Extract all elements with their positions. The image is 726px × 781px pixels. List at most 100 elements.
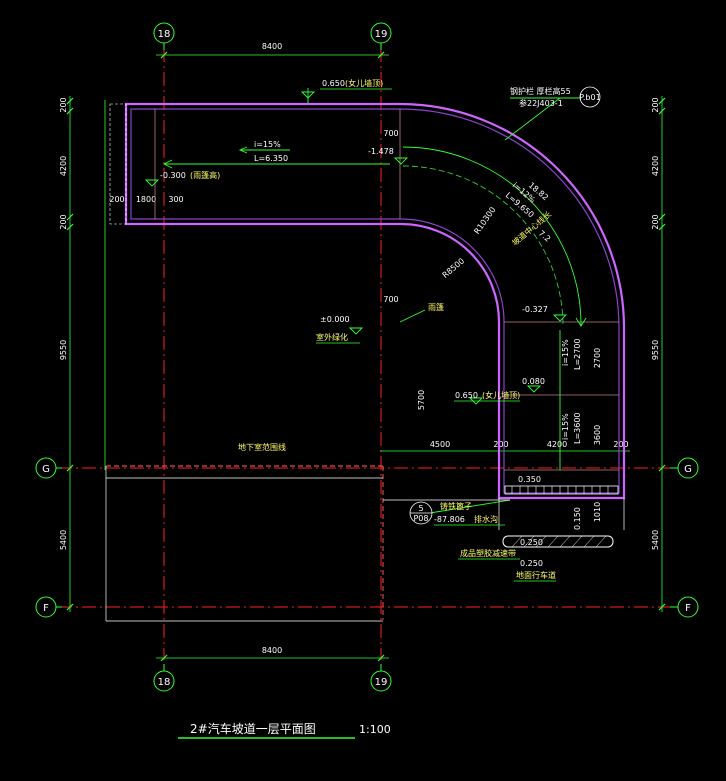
dim-4500: 4500 [430, 440, 450, 449]
axis-label-g-right: G [684, 464, 692, 475]
guard-tag-label: P.b01 [579, 93, 600, 102]
tick-right-5 [658, 464, 666, 472]
ramp-inner-wall [130, 108, 620, 494]
tick-left-2 [66, 107, 74, 115]
lv-000: ±0.000 [320, 315, 350, 324]
slope1-label: i=15% [254, 140, 281, 149]
level-marker-m1478 [393, 157, 409, 165]
lv-0150: 0.150 [573, 507, 582, 530]
dim-w-300: 300 [168, 195, 183, 204]
lv-m1478: -1.478 [368, 147, 394, 156]
bump-hatch [595, 535, 607, 548]
drain-grate [504, 485, 619, 495]
slope3-length: L=3600 [573, 412, 582, 444]
speed-bump-note: 成品塑胶减速带 [460, 548, 516, 558]
lv-m0300: -0.300 [160, 171, 186, 180]
axis-label-19-bottom: 19 [375, 677, 388, 688]
drawing-scale: 1:100 [359, 723, 391, 736]
straight-slope-arrowhead [162, 159, 173, 169]
dim-left-200b: 200 [59, 214, 68, 229]
drain-tag-bottom: P08 [413, 514, 428, 523]
tick-top-l [160, 51, 168, 59]
ramp-outer-wall [124, 102, 626, 500]
bump-hatch [583, 535, 595, 548]
bump-hatch [547, 535, 559, 548]
tick-right-1 [658, 97, 666, 105]
tick-bot-l [160, 654, 168, 662]
tick-left-3 [66, 213, 74, 221]
tick-top-r [377, 51, 385, 59]
dim-left-9550: 9550 [59, 340, 68, 360]
site-lines [105, 466, 625, 622]
annotation-texts: 0.650 (女儿墙顶) 钢护栏 厚栏高55 参22J403-1 P.b01 i… [160, 78, 601, 580]
lv-0080: 0.080 [522, 377, 545, 386]
tick-left-6 [66, 603, 74, 611]
leader-drain [429, 499, 511, 514]
tick-left-4 [66, 223, 74, 231]
drain-level: -87.806 [434, 515, 465, 524]
dim-top-8400: 8400 [262, 42, 282, 51]
slope-arrows [162, 88, 587, 514]
bump-hatch [535, 535, 547, 548]
dim-200c: 200 [613, 440, 628, 449]
dimension-lines [69, 54, 663, 659]
dim-4200: 4200 [547, 440, 567, 449]
drive-lane-note: 地面行车道 [516, 570, 556, 580]
dim-2700: 2700 [593, 348, 602, 368]
tick-right-2 [658, 107, 666, 115]
lv-000-note: 室外绿化 [316, 332, 348, 342]
lv-0250a: 0.250 [520, 538, 543, 547]
dim-left-5400: 5400 [59, 530, 68, 550]
dimension-ticks [66, 51, 666, 662]
dim-right-9550: 9550 [651, 340, 660, 360]
axis-label-g-left: G [42, 464, 50, 475]
lv-top-note: (女儿墙顶) [345, 78, 383, 88]
axis-label-f-right: F [685, 603, 691, 614]
dim-w-1800: 1800 [136, 195, 156, 204]
lv-0650b-note: (女儿墙顶) [482, 390, 520, 400]
speed-bump-hatch [511, 535, 607, 548]
level-marker-m0327 [552, 314, 568, 322]
lv-0250b: 0.250 [520, 559, 543, 568]
axis-label-18-bottom: 18 [158, 677, 171, 688]
tick-right-6 [658, 603, 666, 611]
leader-guard [504, 97, 561, 141]
dim-right-4200: 4200 [651, 156, 660, 176]
dim-3600: 3600 [593, 425, 602, 445]
dim-r8500: R8500 [441, 256, 467, 280]
drain-grate-note: 铸铁篦子 [440, 501, 472, 511]
guard-note: 钢护栏 厚栏高55 [510, 86, 571, 96]
axis-label-19-top: 19 [375, 29, 388, 40]
dim-bottom-8400: 8400 [262, 646, 282, 655]
dim-h-700b: 700 [383, 295, 398, 304]
axis-bubble-leaders [56, 43, 678, 671]
arc-center-line [402, 165, 564, 327]
lv-0650b: 0.650 [455, 391, 478, 400]
slope3-label: i=15% [561, 413, 570, 440]
guard-detail-tag [579, 86, 601, 108]
dim-right-200a: 200 [651, 97, 660, 112]
dim-200b: 200 [493, 440, 508, 449]
bump-hatch [571, 535, 583, 548]
lv-m0300-note: (雨篷高) [190, 170, 220, 180]
tick-left-5 [66, 464, 74, 472]
dim-1010: 1010 [593, 502, 602, 522]
dim-w-200: 200 [109, 195, 124, 204]
level-markers [144, 91, 568, 405]
axis-labels: 18 19 18 19 G G F F [42, 29, 692, 688]
detail-tags [409, 86, 601, 525]
level-marker-000 [348, 327, 364, 335]
lv-0350: 0.350 [518, 475, 541, 484]
note-underlines [316, 88, 556, 582]
short-slope-arrowhead [238, 146, 248, 154]
ramp-walls [109, 102, 626, 500]
bump-hatch [511, 535, 523, 548]
bump-hatch [523, 535, 535, 548]
axis-label-18-top: 18 [158, 29, 171, 40]
bump-hatch [559, 535, 571, 548]
slope2-label: i=15% [561, 339, 570, 366]
dim-r10300: R10300 [472, 205, 497, 236]
dim-right-5400: 5400 [651, 530, 660, 550]
lv-top-value: 0.650 [322, 79, 345, 88]
